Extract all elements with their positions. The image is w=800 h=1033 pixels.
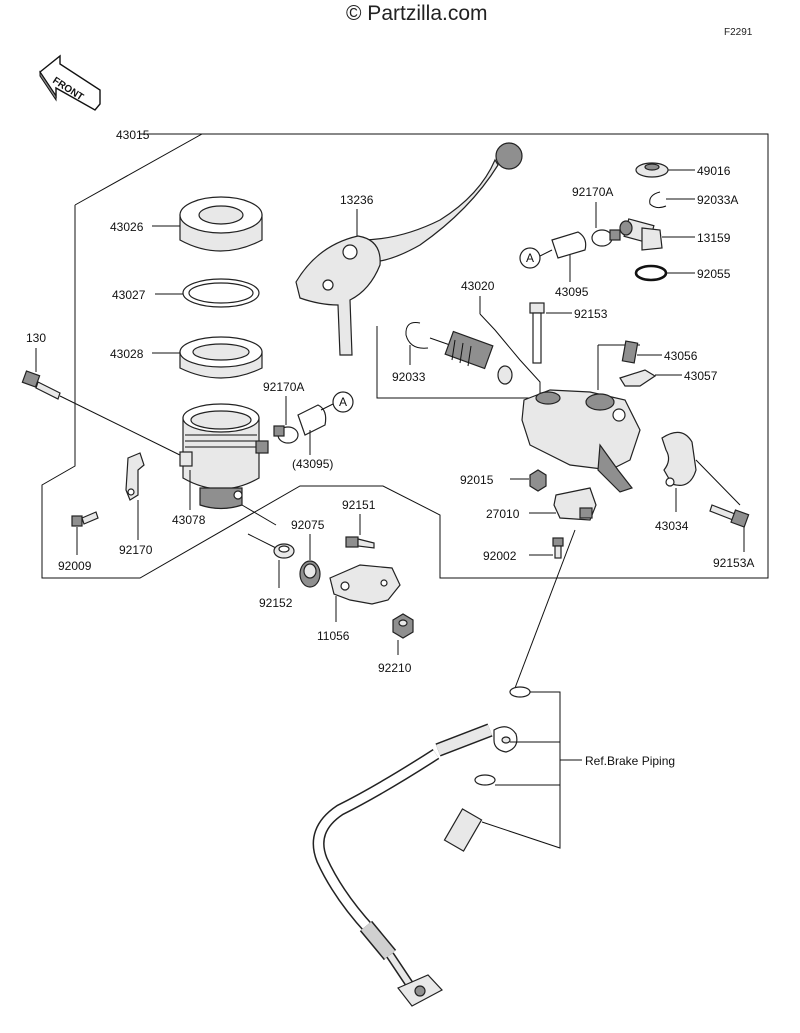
label-43027: 43027 <box>112 288 146 302</box>
leader-line <box>320 403 334 411</box>
label-11056: 11056 <box>317 629 350 643</box>
leader-line <box>695 459 741 506</box>
label-43057: 43057 <box>684 369 718 383</box>
label-92015: 92015 <box>460 473 494 487</box>
leader-line <box>514 529 576 689</box>
label-92033: 92033 <box>392 370 426 384</box>
label-43056: 43056 <box>664 349 698 363</box>
label-92152: 92152 <box>259 596 293 610</box>
nut-92015 <box>529 469 547 492</box>
label-ref-brake-piping: Ref.Brake Piping <box>585 754 675 768</box>
label-130: 130 <box>26 331 46 345</box>
label-92153a: 92153A <box>713 556 754 570</box>
reservoir-cap <box>179 196 263 252</box>
screw-92009 <box>71 511 99 527</box>
label-92002: 92002 <box>483 549 517 563</box>
cap-43057 <box>619 369 657 387</box>
label-43078: 43078 <box>172 513 206 527</box>
pin-92153 <box>529 302 545 364</box>
nut-92210 <box>392 613 414 639</box>
label-43095: 43095 <box>555 285 589 299</box>
ref-bracket <box>481 691 561 849</box>
label-92170a-right: 92170A <box>572 185 613 199</box>
figure-code: F2291 <box>724 27 753 38</box>
diaphragm-plate <box>182 278 260 308</box>
leader-line <box>247 533 277 549</box>
label-43015: 43015 <box>116 128 150 142</box>
fluid-reservoir <box>179 403 269 510</box>
label-92055: 92055 <box>697 267 731 281</box>
label-92009: 92009 <box>58 559 92 573</box>
leader-line <box>539 249 553 257</box>
grommet-92075 <box>299 560 321 588</box>
clamp-43034 <box>661 431 697 487</box>
bolt-92151 <box>345 536 375 549</box>
assembly-outline <box>41 133 769 579</box>
piston-group-outline <box>376 313 541 399</box>
leader-line <box>59 395 191 461</box>
brake-lever <box>295 142 523 356</box>
bolt-92153a <box>709 504 750 528</box>
watermark: © Partzilla.com <box>346 2 488 25</box>
bleeder-43056 <box>621 340 639 364</box>
master-cylinder-body <box>521 389 641 493</box>
hose-clamp-left <box>273 425 299 444</box>
label-92170a-left: 92170A <box>263 380 304 394</box>
diaphragm <box>179 336 263 379</box>
label-43020: 43020 <box>461 279 495 293</box>
label-92033a: 92033A <box>697 193 738 207</box>
piston-43020 <box>429 330 513 385</box>
bracket-92170 <box>125 452 145 501</box>
screw-92002 <box>552 537 564 559</box>
label-43034: 43034 <box>655 519 689 533</box>
label-13159: 13159 <box>697 231 731 245</box>
bolt-130 <box>21 370 61 400</box>
marker-a-right: A <box>519 247 541 269</box>
label-92210: 92210 <box>378 661 412 675</box>
fitting-13159 <box>619 218 663 251</box>
label-92075: 92075 <box>291 518 325 532</box>
marker-a-left: A <box>332 391 354 413</box>
snap-ring-92033a <box>649 191 667 209</box>
label-49016: 49016 <box>697 164 731 178</box>
snap-ring-92033 <box>405 322 429 349</box>
label-13236: 13236 <box>340 193 374 207</box>
svg-text:A: A <box>339 395 347 409</box>
label-43095-paren: (43095) <box>292 457 333 471</box>
cap-49016 <box>635 162 669 178</box>
label-92170: 92170 <box>119 543 153 557</box>
brake-hose <box>312 686 531 1007</box>
stay-11056 <box>329 564 401 605</box>
o-ring-92055 <box>634 264 668 282</box>
label-43026: 43026 <box>110 220 144 234</box>
label-43028: 43028 <box>110 347 144 361</box>
label-92151: 92151 <box>342 498 376 512</box>
washer-92152 <box>273 543 295 559</box>
label-92153: 92153 <box>574 307 608 321</box>
switch-27010 <box>553 487 597 521</box>
leader-line <box>241 504 277 526</box>
label-27010: 27010 <box>486 507 520 521</box>
front-arrow-icon: FRONT <box>39 54 101 111</box>
hose-43095-left <box>297 404 327 436</box>
hose-43095-right <box>551 231 587 259</box>
svg-text:A: A <box>526 251 534 265</box>
hose-clamp-right <box>591 229 621 247</box>
